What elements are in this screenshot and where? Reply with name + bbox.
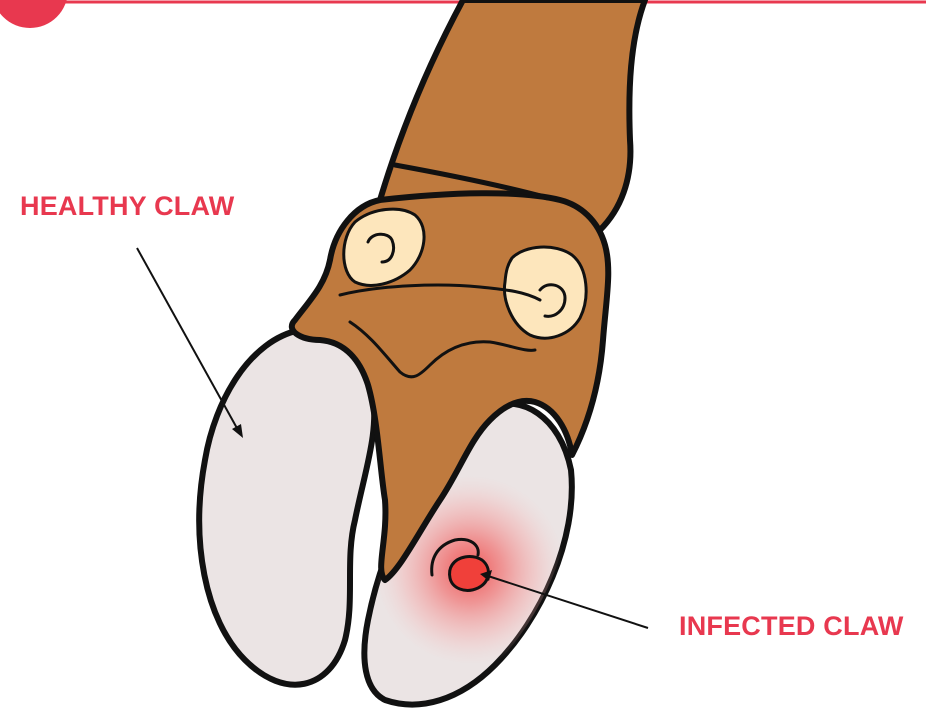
healthy-claw (199, 329, 374, 684)
corner-circle-badge-icon (0, 0, 68, 28)
infected-claw-label: INFECTED CLAW (679, 611, 904, 642)
healthy-pointer-line (137, 248, 238, 430)
healthy-claw-label: HEALTHY CLAW (20, 191, 234, 222)
